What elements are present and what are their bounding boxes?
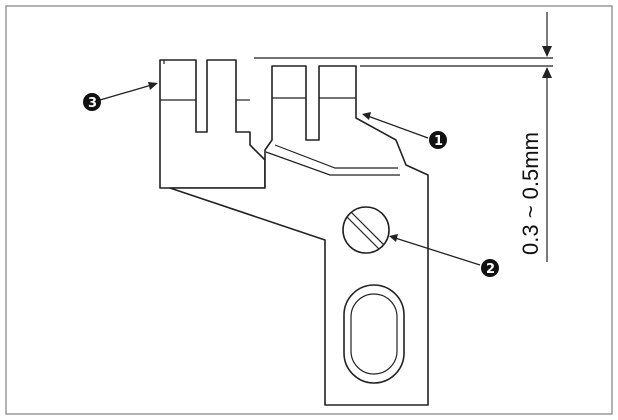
callout-3-leader: [99, 83, 156, 101]
foot-bevel-line-2: [274, 144, 398, 169]
callout-3-badge: [83, 93, 101, 111]
screw-slot-2: [346, 216, 380, 250]
dimension-arrowhead-bottom: [542, 67, 552, 78]
foot-bevel-line: [265, 151, 400, 176]
callout-1-badge: [429, 131, 447, 149]
left-guide-part: [159, 59, 266, 189]
dimension-label: 0.3 ~ 0.5mm: [518, 132, 543, 255]
adjustment-slot: [343, 284, 405, 384]
callout-1-label: 1: [434, 134, 443, 149]
adjustment-slot-inner: [350, 293, 398, 375]
callout-3-label: 3: [88, 96, 97, 111]
callout-1-arrowhead: [362, 112, 371, 120]
callout-2-leader: [391, 236, 481, 266]
diagram-border: [5, 5, 613, 415]
dimension-arrowhead-top: [542, 46, 552, 57]
callout-2-arrowhead: [389, 234, 398, 242]
callout-2-label: 2: [486, 262, 495, 277]
callout-3-arrowhead: [148, 82, 158, 90]
callout-1-leader: [364, 114, 429, 139]
screw-head: [342, 206, 390, 254]
callout-2-badge: [481, 259, 499, 277]
screw-slot: [350, 211, 385, 246]
